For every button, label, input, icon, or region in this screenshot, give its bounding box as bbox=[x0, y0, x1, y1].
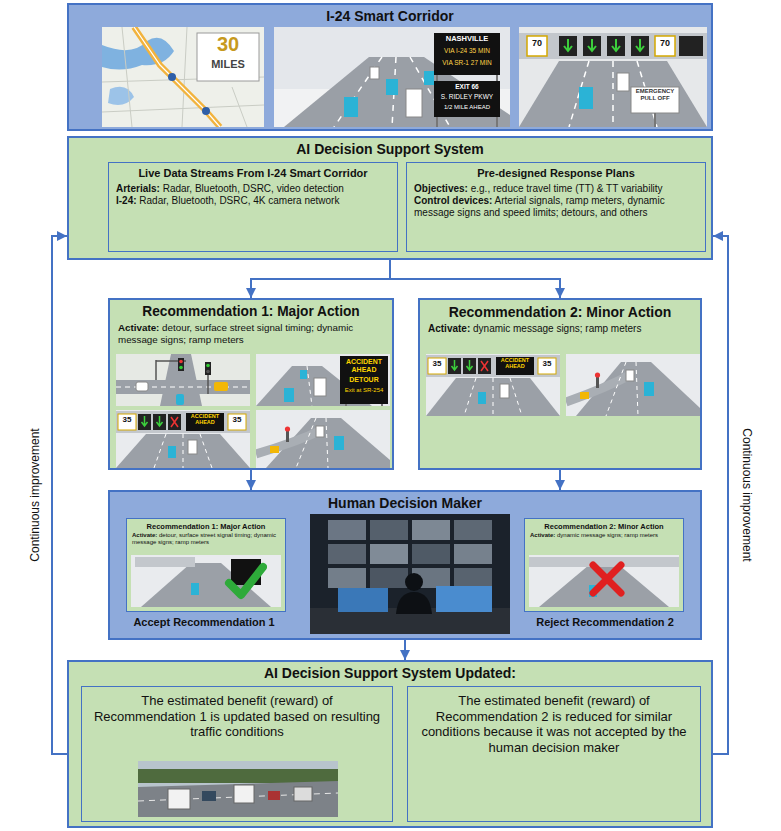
box-text: Activate: dynamic message signs; ramp me… bbox=[428, 323, 692, 335]
loop-label: Continuous improvement bbox=[29, 426, 43, 563]
ramp-meter-scene bbox=[256, 410, 390, 468]
sign-text: NASHVILLE bbox=[434, 35, 500, 44]
flow-arrow bbox=[250, 470, 252, 490]
sign-text: DETOUR bbox=[340, 376, 388, 384]
recommendation-thumbnail: Recommendation 1: Major ActionActivate: … bbox=[126, 518, 286, 612]
sign-text: EMERGENCY PULL OFF bbox=[631, 88, 679, 102]
loop-label: Continuous improvement bbox=[739, 426, 753, 563]
sign-text: EXIT 66 bbox=[434, 83, 500, 90]
text-area: Human Decision Maker bbox=[110, 492, 700, 512]
box-heading: Live Data Streams From I-24 Smart Corrid… bbox=[116, 167, 390, 180]
flow-arrow bbox=[404, 640, 406, 660]
box-heading: The estimated benefit (reward) of Recomm… bbox=[418, 693, 690, 755]
recommendation-box: Recommendation 1: Major ActionActivate: … bbox=[108, 298, 394, 470]
box-heading: Recommendation 1: Major Action bbox=[132, 522, 280, 531]
flow-arrow bbox=[390, 260, 560, 298]
box-text: Activate: detour, surface street signal … bbox=[132, 532, 280, 546]
sign-text: VIA I-24 35 MIN bbox=[434, 47, 500, 54]
box-text: Objectives: e.g., reduce travel time (TT… bbox=[414, 183, 698, 195]
flow-arrow bbox=[251, 260, 390, 298]
text-area: Live Data Streams From I-24 Smart Corrid… bbox=[109, 163, 397, 211]
reject-cross bbox=[587, 559, 627, 599]
box-heading: Recommendation 2: Minor Action bbox=[428, 304, 692, 321]
sign-text: VIA SR-1 27 MIN bbox=[434, 59, 500, 66]
sign-text: 35 bbox=[428, 359, 446, 368]
sign-text: 30 bbox=[197, 33, 259, 56]
flow-arrow bbox=[559, 470, 561, 490]
update-band: AI Decision Support System Updated: The e… bbox=[67, 660, 713, 828]
box-heading: Human Decision Maker bbox=[114, 495, 696, 512]
sign-text: 35 bbox=[538, 359, 556, 368]
recommendation-box: Recommendation 2: Minor ActionActivate: … bbox=[418, 298, 702, 470]
sign-text: S. RIDLEY PKWY bbox=[434, 93, 500, 100]
corridor-map bbox=[102, 27, 264, 127]
box-text: Reject Recommendation 2 bbox=[522, 616, 688, 629]
box-text: Activate: detour, surface street signal … bbox=[118, 322, 384, 346]
text-area: AI Decision Support System bbox=[69, 138, 711, 158]
accept-check bbox=[223, 559, 267, 603]
text-area: Pre-designed Response PlansObjectives: e… bbox=[407, 163, 705, 223]
update-box: The estimated benefit (reward) of Recomm… bbox=[407, 686, 701, 822]
box-heading: The estimated benefit (reward) of Recomm… bbox=[92, 693, 382, 740]
recommendation-thumbnail: Recommendation 2: Minor ActionActivate: … bbox=[524, 518, 684, 612]
sign-text: ACCIDENT AHEAD bbox=[496, 357, 534, 370]
box-text: Control devices: Arterial signals, ramp … bbox=[414, 195, 698, 219]
corridor-band: I-24 Smart Corridor 30MILES NASHVILLE VIA … bbox=[67, 3, 713, 131]
sign-text: 35 bbox=[228, 415, 246, 424]
box-text: Arterials: Radar, Bluetooth, DSRC, video… bbox=[116, 183, 390, 195]
box-heading: AI Decision Support System Updated: bbox=[73, 665, 707, 682]
text-area: AI Decision Support System Updated: bbox=[69, 662, 711, 682]
traffic-photo bbox=[138, 761, 338, 817]
plans-box: Pre-designed Response PlansObjectives: e… bbox=[406, 162, 706, 252]
box-text: Accept Recommendation 1 bbox=[124, 616, 284, 629]
box-heading: I-24 Smart Corridor bbox=[73, 8, 707, 25]
gantry-scene bbox=[519, 27, 707, 127]
text-area: Recommendation 1: Major ActionActivate: … bbox=[110, 300, 392, 350]
ramp-meter-scene bbox=[566, 354, 700, 416]
intersection-scene bbox=[116, 354, 250, 406]
sign-text: 70 bbox=[527, 38, 547, 48]
sign-text: MILES bbox=[197, 58, 259, 71]
sign-text: 1/2 MILE AHEAD bbox=[434, 104, 500, 111]
thumbnail-road bbox=[131, 555, 281, 607]
box-heading: Pre-designed Response Plans bbox=[414, 167, 698, 180]
sign-text: Exit at SR-254 bbox=[340, 387, 388, 394]
text-area: I-24 Smart Corridor bbox=[69, 5, 711, 25]
box-text: Activate: dynamic message signs; ramp me… bbox=[530, 532, 678, 539]
box-text: I-24: Radar, Bluetooth, DSRC, 4K camera … bbox=[116, 195, 390, 207]
sign-text: 35 bbox=[118, 415, 136, 424]
box-heading: Recommendation 2: Minor Action bbox=[530, 522, 678, 531]
text-area: Recommendation 1: Major ActionActivate: … bbox=[127, 519, 285, 549]
box-heading: AI Decision Support System bbox=[73, 141, 707, 158]
data-box: Live Data Streams From I-24 Smart Corrid… bbox=[108, 162, 398, 252]
sign-text: 70 bbox=[655, 38, 675, 48]
sign-text: ACCIDENT AHEAD bbox=[186, 413, 224, 426]
sign-text: ACCIDENT AHEAD bbox=[340, 358, 388, 374]
gantry-scene bbox=[116, 410, 250, 468]
update-box: The estimated benefit (reward) of Recomm… bbox=[81, 686, 393, 822]
text-area: Recommendation 2: Minor ActionActivate: … bbox=[525, 519, 683, 542]
text-area: Recommendation 2: Minor ActionActivate: … bbox=[420, 300, 700, 339]
operator-photo bbox=[310, 514, 510, 634]
gantry-scene bbox=[426, 354, 560, 416]
box-heading: Recommendation 1: Major Action bbox=[118, 304, 384, 320]
text-area: The estimated benefit (reward) of Recomm… bbox=[82, 687, 392, 746]
text-area: The estimated benefit (reward) of Recomm… bbox=[408, 687, 700, 761]
system-band: AI Decision Support SystemLive Data Stre… bbox=[67, 136, 713, 260]
decision-band: Human Decision MakerAccept Recommendatio… bbox=[108, 490, 702, 640]
